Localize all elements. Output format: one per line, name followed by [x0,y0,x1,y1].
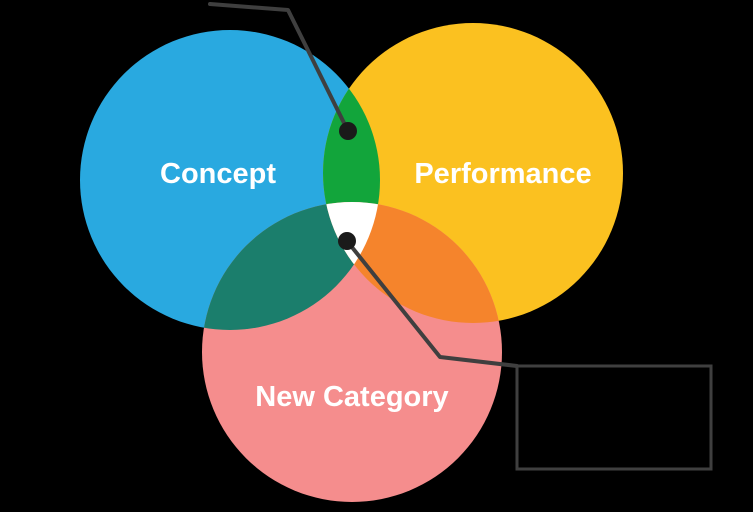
callout-box [515,364,713,471]
bottom-callout-marker-dot [338,232,356,250]
bottom-callout-line [345,239,519,368]
top-callout-line [208,2,350,133]
performance-label: Performance [414,158,591,190]
new-category-label: New Category [255,381,448,413]
top-callout-marker-dot [339,122,357,140]
overlap-performance-new-category [323,202,502,323]
overlap-concept-new-category [202,202,380,330]
concept-label: Concept [160,158,276,190]
